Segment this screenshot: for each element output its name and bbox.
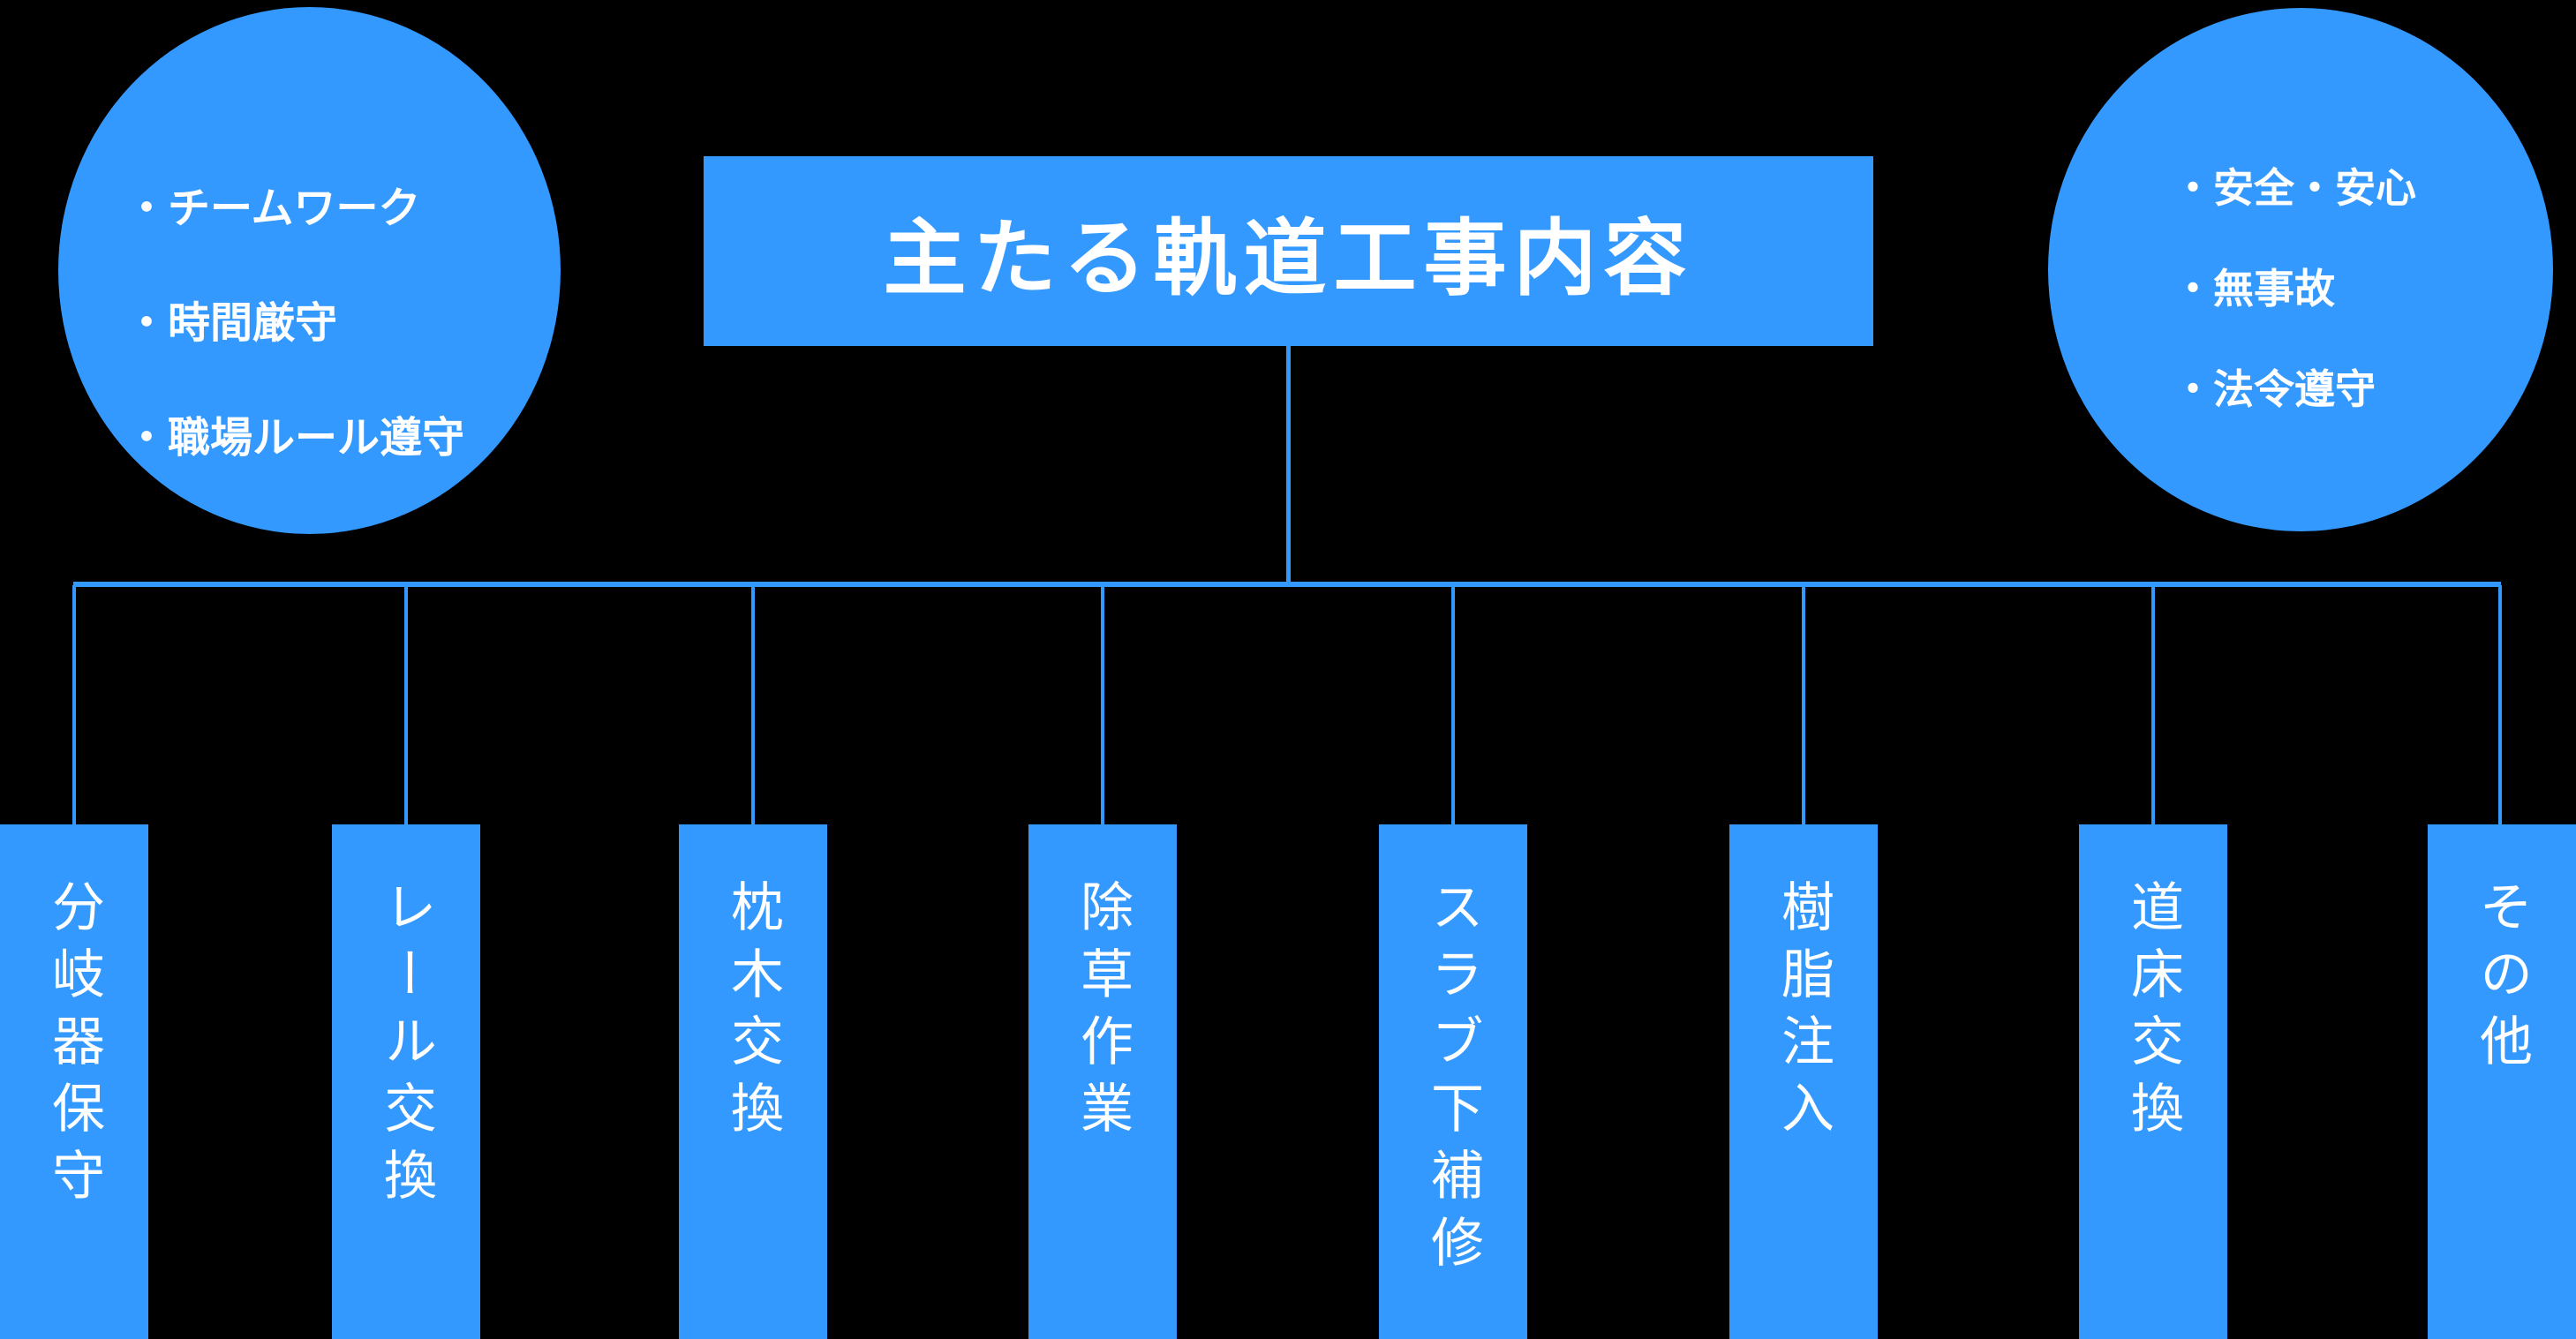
connector-stub-7	[2151, 585, 2155, 824]
connector-stub-1	[72, 585, 76, 824]
connector-stub-2	[404, 585, 408, 824]
branch-label: スラブ下補修	[1423, 879, 1483, 1282]
branch-label: 枕木交換	[723, 879, 783, 1147]
connector-stub-6	[1802, 585, 1805, 824]
branch-label: 樹脂注入	[1774, 879, 1834, 1147]
connector-trunk-line	[1286, 345, 1291, 583]
right-circle-item-compliance: ・法令遵守	[2173, 366, 2376, 412]
values-circle-left: ・チームワーク ・時間厳守 ・職場ルール遵守	[58, 7, 561, 534]
main-title-box: 主たる軌道工事内容	[704, 156, 1873, 346]
connector-stub-8	[2498, 585, 2502, 824]
connector-horizontal-line	[73, 582, 2501, 587]
right-circle-item-no-accident: ・無事故	[2173, 266, 2335, 312]
branch-label: 道床交換	[2123, 879, 2183, 1147]
diagram-title: 主たる軌道工事内容	[883, 211, 1694, 305]
left-circle-item-punctuality: ・時間厳守	[125, 300, 338, 347]
branch-bar-others: その他	[2428, 824, 2576, 1339]
left-circle-item-workplace-rules: ・職場ルール遵守	[125, 415, 465, 462]
branch-bar-ballast-replacement: 道床交換	[2079, 824, 2227, 1339]
connector-stub-3	[751, 585, 755, 824]
branch-bar-resin-injection: 樹脂注入	[1729, 824, 1878, 1339]
branch-bar-switch-maintenance: 分岐器保守	[0, 824, 148, 1339]
branch-bar-sleeper-replacement: 枕木交換	[679, 824, 827, 1339]
branch-label: 分岐器保守	[44, 879, 104, 1215]
right-circle-item-safety: ・安全・安心	[2173, 165, 2416, 211]
branch-bar-slab-repair: スラブ下補修	[1379, 824, 1527, 1339]
connector-stub-5	[1451, 585, 1455, 824]
values-list-right: ・安全・安心 ・無事故 ・法令遵守	[2173, 138, 2416, 440]
left-circle-item-teamwork: ・チームワーク	[125, 185, 421, 232]
values-list-left: ・チームワーク ・時間厳守 ・職場ルール遵守	[125, 152, 464, 496]
branch-label: 除草作業	[1073, 879, 1133, 1147]
branch-label: レール交換	[376, 879, 436, 1215]
branch-bar-weeding-work: 除草作業	[1028, 824, 1177, 1339]
connector-stub-4	[1101, 585, 1104, 824]
branch-bar-rail-replacement: レール交換	[332, 824, 480, 1339]
branch-label: その他	[2472, 879, 2532, 1080]
values-circle-right: ・安全・安心 ・無事故 ・法令遵守	[2048, 8, 2553, 531]
